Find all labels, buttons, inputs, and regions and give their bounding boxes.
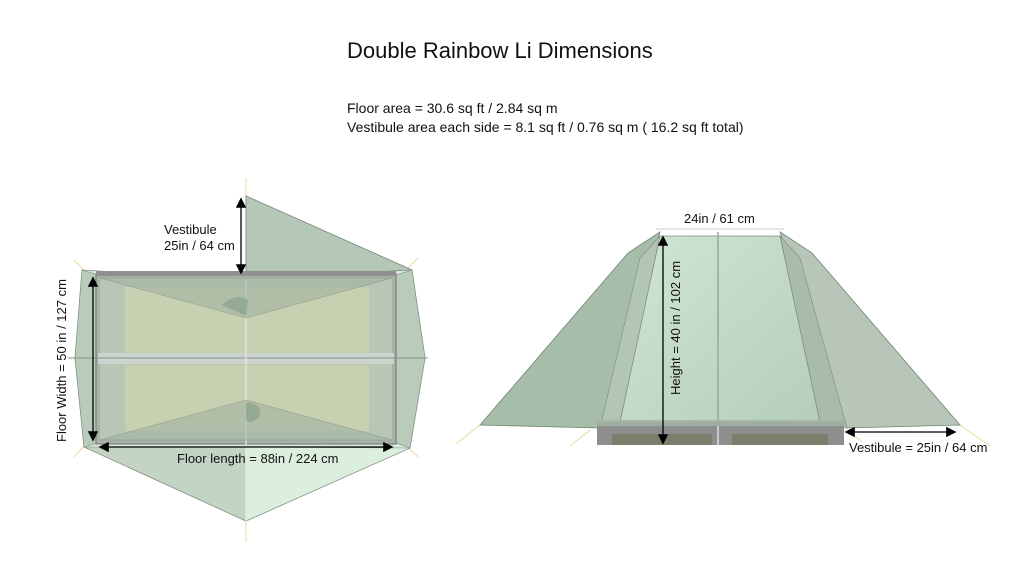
- side-view: [455, 228, 991, 447]
- vestibule-label-line2: 25in / 64 cm: [164, 238, 235, 253]
- peak-width-label: 24in / 61 cm: [684, 211, 755, 226]
- floor-length-label: Floor length = 88in / 224 cm: [177, 451, 339, 466]
- vestibule-label-line1: Vestibule: [164, 222, 217, 237]
- side-vestibule-label: Vestibule = 25in / 64 cm: [849, 440, 988, 455]
- height-label: Height = 40 in / 102 cm: [668, 260, 683, 395]
- vestibule-area-spec: Vestibule area each side = 8.1 sq ft / 0…: [347, 119, 744, 135]
- floor-area-spec: Floor area = 30.6 sq ft / 2.84 sq m: [347, 100, 558, 116]
- page-title: Double Rainbow Li Dimensions: [347, 38, 653, 63]
- floor-width-label: Floor Width = 50 in / 127 cm: [54, 279, 69, 442]
- top-view: [68, 178, 428, 542]
